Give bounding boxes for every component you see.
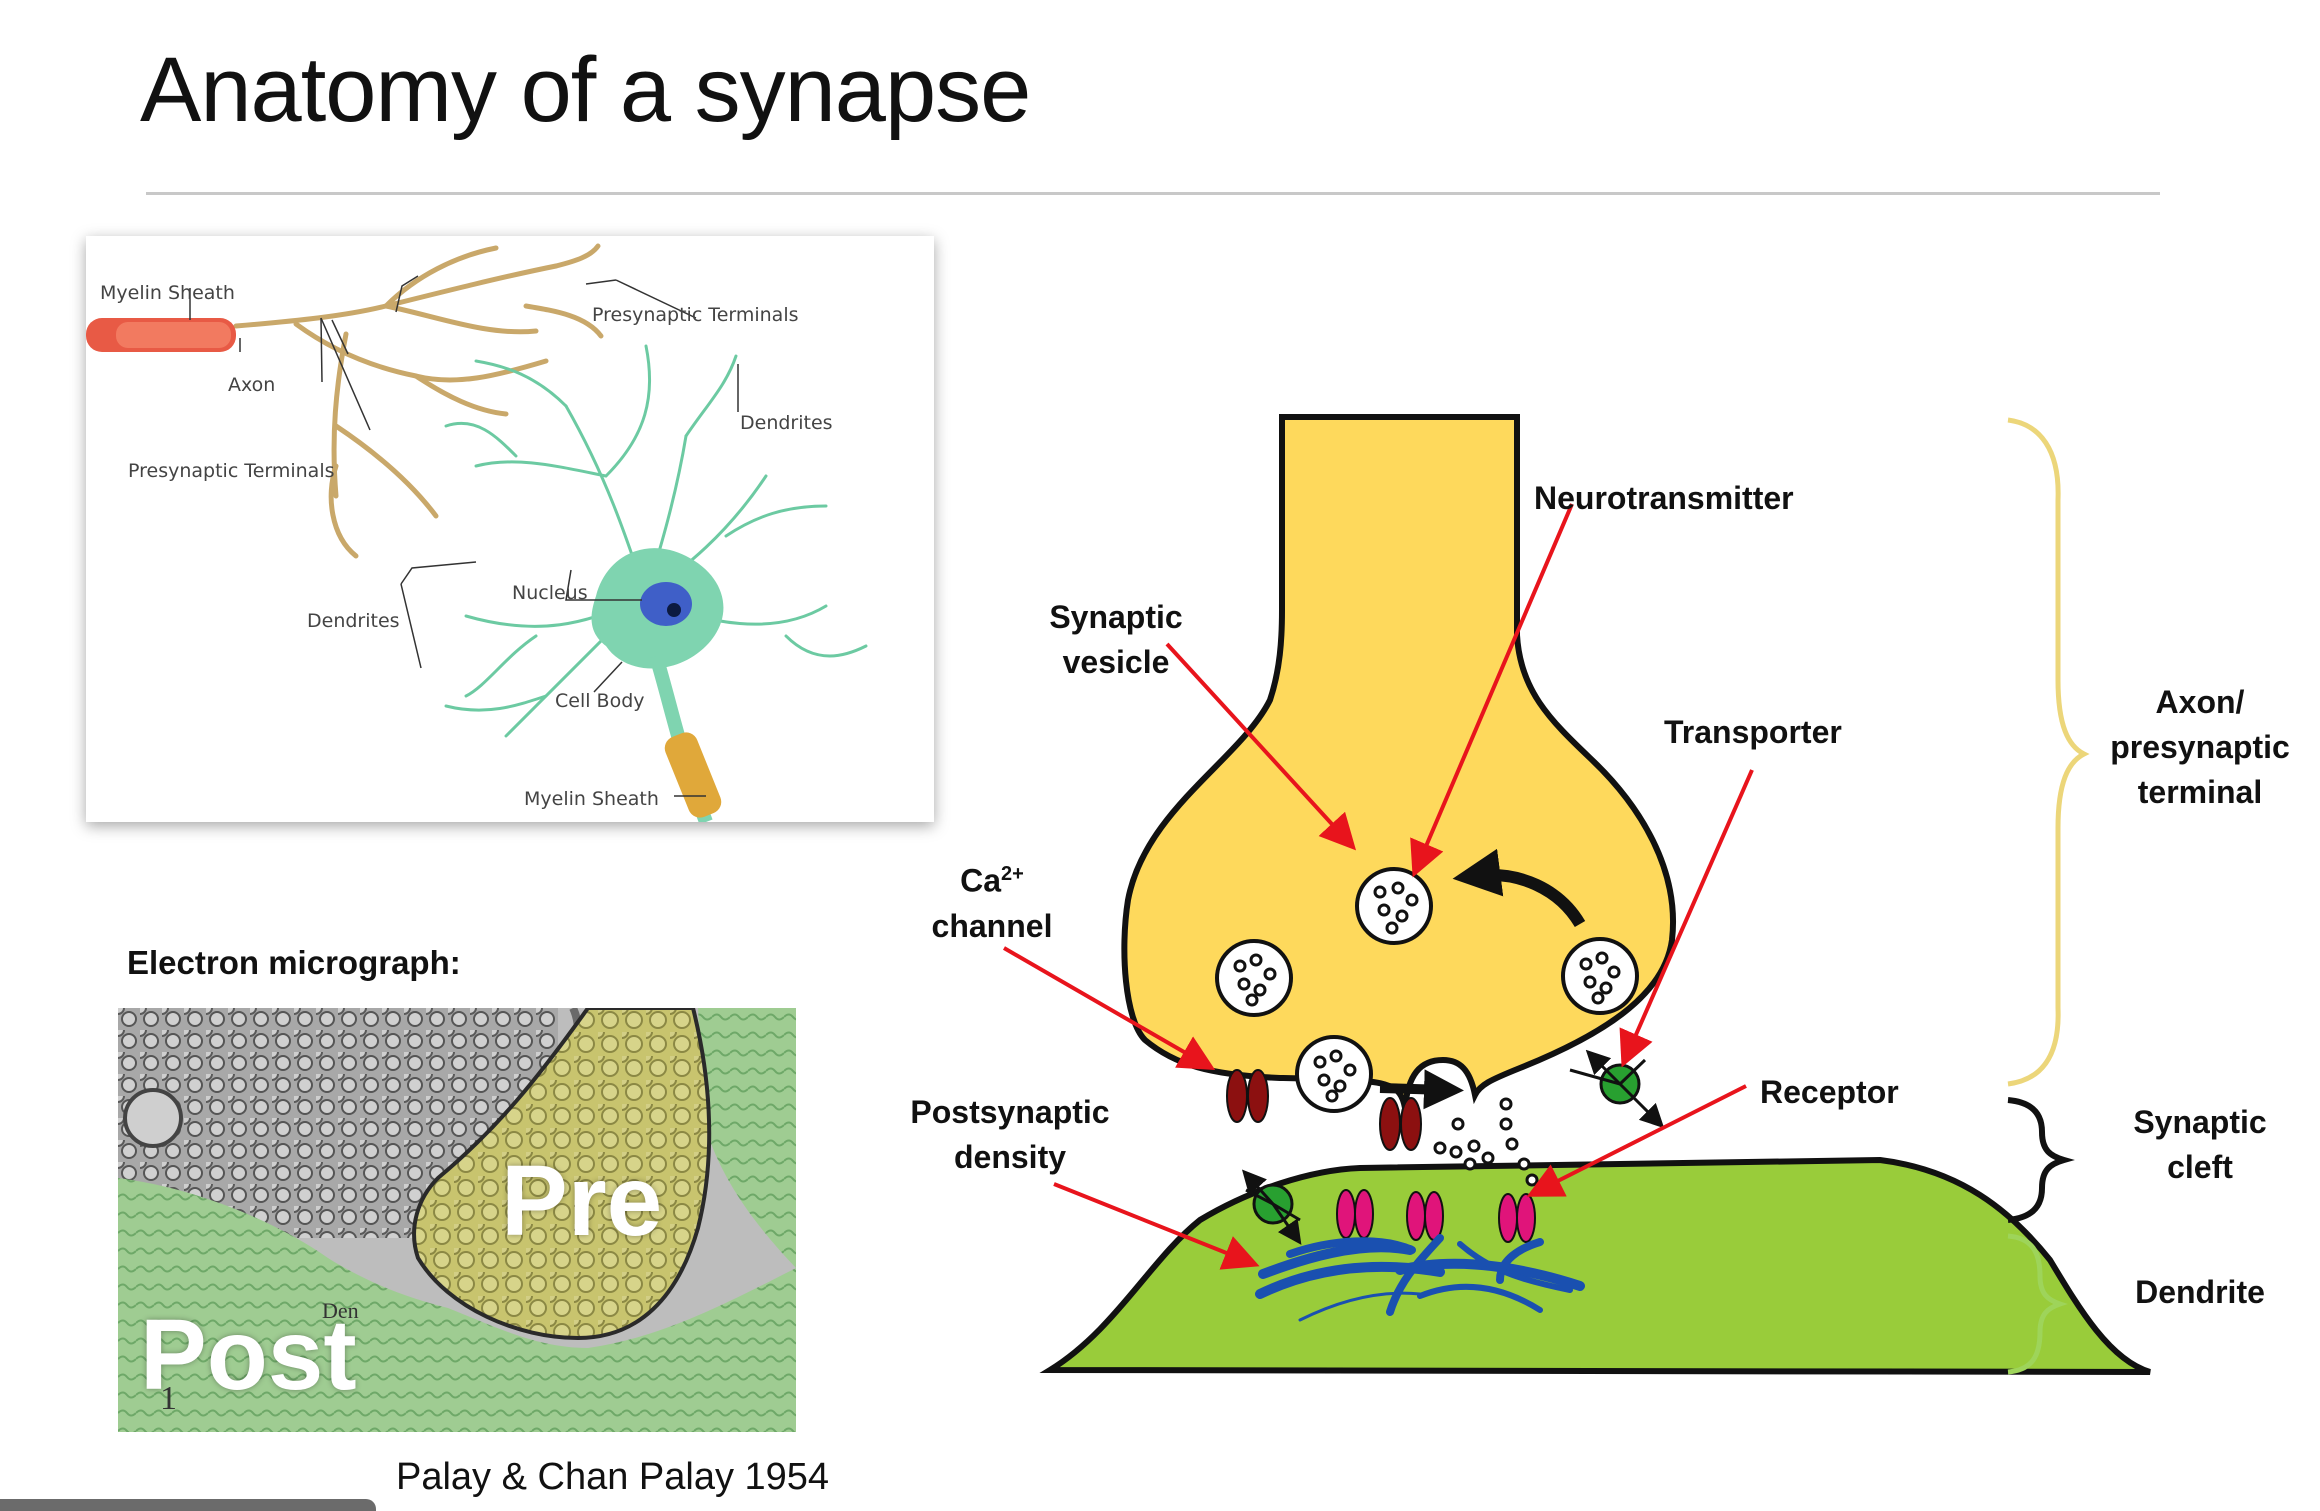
brace-axon: [2007, 417, 2090, 1087]
brace-cleft: [2007, 1097, 2075, 1223]
dendrite-shape: [1039, 1156, 2151, 1375]
label-dendrites-left: Dendrites: [307, 610, 400, 632]
label-myelin-sheath-bottom: Myelin Sheath: [524, 788, 659, 810]
recycle-arrow: [1452, 848, 1586, 928]
page-title: Anatomy of a synapse: [140, 39, 1031, 141]
den-label: Den: [322, 1298, 359, 1323]
label-ca-channel: Ca2+ channel: [931, 862, 1053, 944]
label-presynaptic-terminals-left: Presynaptic Terminals: [128, 460, 335, 482]
label-neurotransmitter: Neurotransmitter: [1534, 480, 1794, 516]
label-cell-body: Cell Body: [555, 690, 645, 712]
citation: Palay & Chan Palay 1954: [396, 1456, 830, 1498]
video-progress-bar[interactable]: [0, 1499, 376, 1511]
synapse-illustration: [1002, 414, 2151, 1375]
pre-label: Pre: [501, 1145, 663, 1257]
label-nucleus: Nucleus: [512, 582, 588, 604]
electron-micrograph-heading: Electron micrograph:: [127, 944, 461, 981]
label-synaptic-cleft: Synaptic cleft: [2133, 1104, 2267, 1185]
label-transporter: Transporter: [1664, 714, 1842, 750]
post-label: Post: [140, 1299, 357, 1411]
label-postsynaptic-density: Postsynaptic density: [910, 1094, 1110, 1175]
neuron-illustration: [86, 243, 868, 825]
brace-dendrite: [2007, 1233, 2068, 1375]
figure-number: 1: [160, 1380, 177, 1417]
label-receptor: Receptor: [1760, 1074, 1899, 1110]
label-dendrite: Dendrite: [2135, 1274, 2265, 1310]
title-divider: [146, 192, 2160, 195]
label-dendrites-right: Dendrites: [740, 412, 833, 434]
label-synaptic-vesicle: Synaptic vesicle: [1049, 599, 1183, 680]
electron-micrograph-image: Pre Post Den 1: [118, 1006, 796, 1432]
label-axon-presynaptic-terminal: Axon/ presynaptic terminal: [2110, 684, 2290, 810]
vesicle-left: [1215, 939, 1293, 1017]
exocytosis-arrow: [1379, 1069, 1464, 1110]
label-myelin-sheath-top: Myelin Sheath: [100, 282, 235, 304]
micrograph-illustration: [118, 1006, 796, 1432]
vesicle-bottom: [1295, 1035, 1373, 1113]
neuron-diagram-card: Myelin Sheath Axon Presynaptic Terminals…: [86, 236, 934, 825]
vesicle-right: [1561, 937, 1639, 1015]
label-presynaptic-terminals-top: Presynaptic Terminals: [592, 304, 799, 326]
label-axon: Axon: [228, 374, 276, 396]
synapse-diagram: Neurotransmitter Synaptic vesicle Transp…: [880, 380, 2320, 1380]
